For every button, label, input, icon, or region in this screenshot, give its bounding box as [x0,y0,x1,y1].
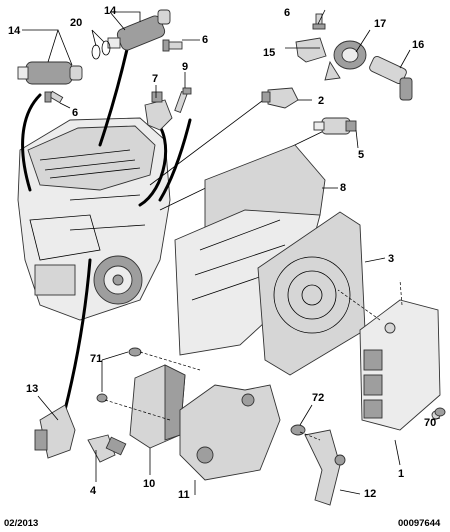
footer-reference: 00097644 [398,518,441,529]
solenoid-valve-top [107,9,171,51]
callout-2: 2 [318,95,324,107]
solenoid-valve-left [17,61,83,85]
callout-7: 7 [152,73,158,85]
assembly-guides [104,279,403,441]
callout-8: 8 [340,182,346,194]
sensor-housing-17 [324,40,367,81]
sensor-4 [87,434,127,463]
sensor-2 [261,87,299,109]
leader-lines [22,9,441,495]
footer-date: 02/2013 [4,518,38,529]
callout-71: 71 [90,353,102,365]
engine-cover-8 [174,144,326,356]
bolt-6-top [162,39,183,52]
callout-16: 16 [412,39,424,51]
callout-5: 5 [358,149,364,161]
callout-11: 11 [178,489,190,501]
callout-17: 17 [374,18,386,30]
callout-6-top: 6 [202,34,208,46]
callout-10: 10 [143,478,155,490]
bolt-6-right [312,13,326,30]
module-10 [129,364,186,449]
ecu-1 [359,299,441,431]
washer-72 [290,424,306,436]
component-13 [34,404,76,459]
callout-14-left: 14 [8,25,21,37]
washer-70 [434,407,446,417]
callout-1: 1 [398,468,404,480]
engine-block [17,117,171,321]
callout-72: 72 [312,392,324,404]
washer-71a [128,347,142,357]
bracket-15 [295,37,327,63]
callout-14-top: 14 [104,5,117,17]
callout-12: 12 [364,488,376,500]
callout-13: 13 [26,383,38,395]
bracket-12 [304,429,346,506]
bolt-6-left [44,90,64,104]
actuator-16 [369,56,413,101]
callout-9: 9 [182,61,188,73]
connection-hoses [21,43,331,412]
callout-70: 70 [424,417,436,429]
callout-6-left: 6 [72,107,78,119]
bracket-11 [179,384,281,481]
seal-rings-20 [91,40,111,60]
callout-3: 3 [388,253,394,265]
sensor-5 [313,117,357,135]
sensor-7 [144,91,173,131]
callout-15: 15 [263,47,275,59]
callout-6-right: 6 [284,7,290,19]
bolt-9 [174,87,192,113]
washer-71b [96,393,108,403]
callout-20: 20 [70,17,82,29]
callout-4: 4 [90,485,97,497]
ecu-cover-3 [257,211,366,376]
